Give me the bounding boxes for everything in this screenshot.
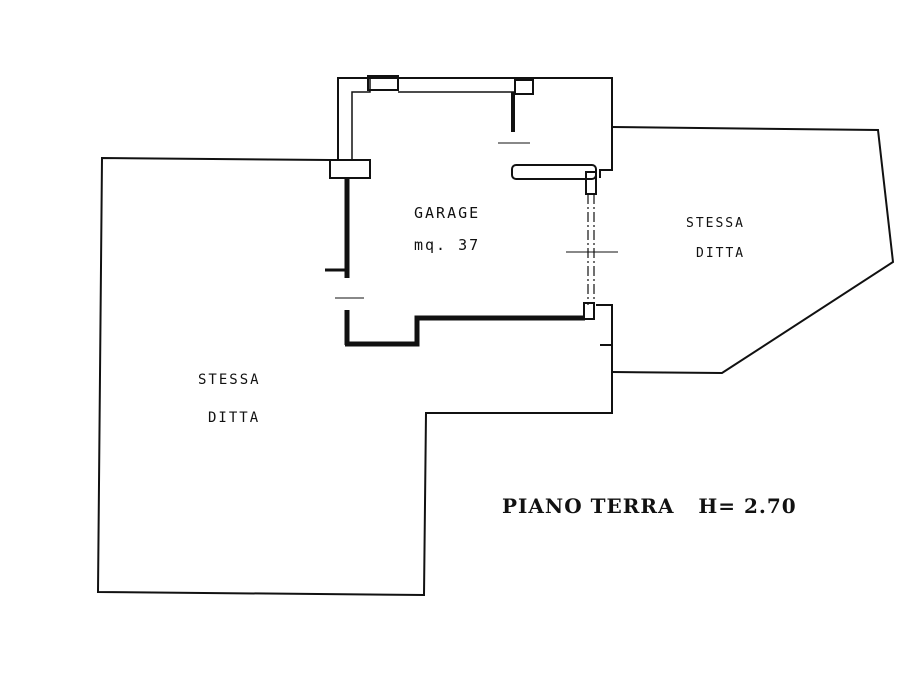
plan-title: PIANO TERRA H= 2.70: [502, 494, 797, 518]
right-area-label-line2: DITTA: [696, 246, 746, 261]
garage-area: mq. 37: [414, 236, 481, 254]
left-area-outline: [96, 156, 613, 597]
garage-label: GARAGE: [414, 204, 481, 222]
garage-bottom-wall: [345, 315, 585, 347]
ceiling-height: H= 2.70: [698, 494, 797, 518]
garage-top-wall: [337, 77, 613, 160]
left-area-label-line1: STESSA: [198, 372, 261, 388]
pillar: [329, 159, 371, 179]
floor-name: PIANO TERRA: [502, 494, 675, 518]
right-area-outline: [611, 126, 895, 375]
right-area-label-line1: STESSA: [686, 216, 745, 231]
left-area-label-line2: DITTA: [208, 410, 261, 426]
